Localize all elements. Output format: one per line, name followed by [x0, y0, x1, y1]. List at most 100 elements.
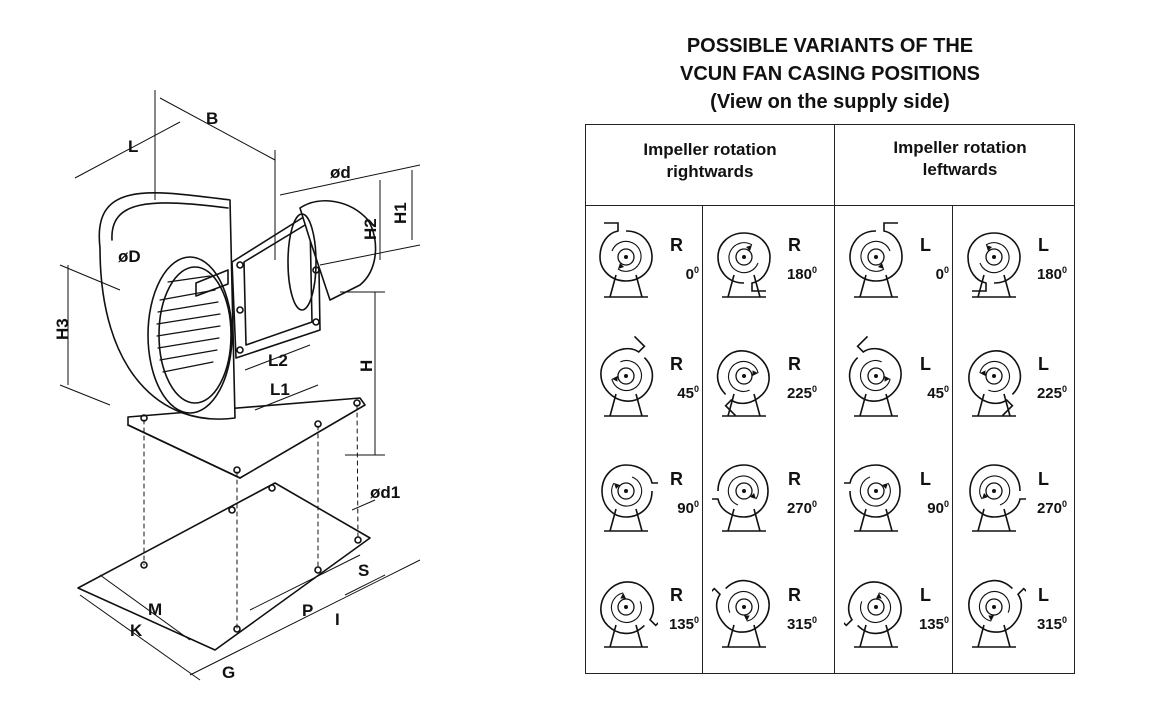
variant-cell: L 450 [836, 330, 953, 448]
fan-casing-icon [844, 581, 902, 648]
variant-angle: 3150 [786, 615, 817, 633]
fan-casing-icon [968, 579, 1026, 648]
degree-mark: 0 [811, 499, 817, 509]
variant-cell: R 1350 [586, 561, 703, 679]
variant-rotation-letter: R [788, 354, 801, 374]
fan-casing-icon [712, 579, 770, 648]
degree-mark: 0 [943, 499, 949, 509]
degree-mark: 0 [1061, 384, 1067, 394]
variant-rotation-letter: R [788, 585, 801, 605]
base-plate [127, 397, 366, 479]
degree-mark: 0 [693, 499, 699, 509]
variant-angle: 450 [677, 384, 699, 402]
fan-casing-icon [712, 464, 769, 532]
variant-cell: R 3150 [704, 561, 821, 679]
variant-angle: 1800 [786, 265, 817, 283]
variant-rotation-letter: L [1038, 469, 1049, 489]
variant-cell: L 900 [836, 445, 953, 563]
dim-label-H: H [357, 360, 376, 372]
table-divider-main [834, 125, 835, 673]
dim-label-d: ød [330, 163, 351, 182]
variant-cell: L 1350 [836, 561, 953, 679]
variant-angle: 900 [927, 499, 949, 517]
fan-casing-icon [849, 222, 903, 298]
dim-label-I: I [335, 610, 340, 629]
variant-rotation-letter: L [920, 585, 931, 605]
variant-angle: 1350 [918, 615, 949, 633]
variant-rotation-letter: R [788, 469, 801, 489]
table-divider-left-group [952, 205, 953, 673]
variant-rotation-letter: R [670, 469, 683, 489]
degree-mark: 0 [1061, 615, 1067, 625]
variant-cell: L 2250 [954, 330, 1071, 448]
impeller-blades [156, 275, 221, 373]
table-divider-right-group [702, 205, 703, 673]
title-line-3: (View on the supply side) [710, 91, 950, 113]
dim-label-L2: L2 [268, 351, 288, 370]
variants-title: POSSIBLE VARIANTS OF THE VCUN FAN CASING… [585, 32, 1075, 116]
fan-casing-icon [848, 336, 902, 417]
header-rotation-rightwards: Impeller rotation rightwards [643, 140, 777, 181]
degree-mark: 0 [811, 615, 817, 625]
fan-casing-icon [600, 336, 654, 417]
variant-cell: R 450 [586, 330, 703, 448]
variant-rotation-letter: L [1038, 235, 1049, 255]
fan-casing-icon [601, 464, 658, 532]
variant-rotation-letter: L [920, 354, 931, 374]
degree-mark: 0 [1061, 265, 1067, 275]
dim-label-L: L [128, 137, 138, 156]
variant-rotation-letter: L [920, 235, 931, 255]
degree-mark: 0 [943, 384, 949, 394]
variants-table: Impeller rotation rightwards Impeller ro… [585, 124, 1075, 674]
variant-angle: 450 [927, 384, 949, 402]
fan-casing-icon [717, 232, 771, 298]
variant-rotation-letter: R [670, 235, 683, 255]
table-header-divider [586, 205, 1074, 206]
variant-angle: 2700 [1036, 499, 1067, 517]
title-line-2: VCUN FAN CASING POSITIONS [679, 63, 981, 85]
dim-label-d1: ød1 [370, 483, 400, 502]
degree-mark: 0 [943, 615, 949, 625]
dim-label-H2: H2 [361, 218, 380, 240]
degree-mark: 0 [693, 265, 699, 275]
fan-casing-icon [967, 232, 1021, 298]
fan-casing-icon [600, 581, 658, 648]
variant-rotation-letter: L [920, 469, 931, 489]
variant-angle: 2250 [1036, 384, 1067, 402]
variant-rotation-letter: R [670, 585, 683, 605]
variant-rotation-letter: L [1038, 354, 1049, 374]
degree-mark: 0 [811, 384, 817, 394]
variant-angle: 1800 [1036, 265, 1067, 283]
title-line-1: POSSIBLE VARIANTS OF THE [686, 35, 974, 57]
header-rotation-leftwards: Impeller rotation leftwards [893, 138, 1027, 179]
degree-mark: 0 [943, 265, 949, 275]
fan-casing-icon [968, 350, 1022, 417]
variant-angle: 00 [685, 265, 699, 283]
degree-mark: 0 [693, 384, 699, 394]
foundation-plane [77, 482, 371, 651]
variant-rotation-letter: R [670, 354, 683, 374]
fan-casing-icon [716, 350, 770, 417]
motor [299, 200, 377, 301]
fan-dimension-drawing: L B ød H1 H2 øD H3 H L2 L1 ød1 M K P I S… [53, 90, 421, 682]
fan-casing-icon [969, 464, 1026, 532]
degree-mark: 0 [693, 615, 699, 625]
fan-casing-icon [844, 464, 901, 532]
variant-angle: 00 [935, 265, 949, 283]
variant-cell: L 1800 [954, 211, 1071, 329]
variant-angle: 3150 [1036, 615, 1067, 633]
variant-angle: 1350 [668, 615, 699, 633]
variant-angle: 2250 [786, 384, 817, 402]
fan-casing-icon [599, 222, 653, 298]
degree-mark: 0 [811, 265, 817, 275]
degree-mark: 0 [1061, 499, 1067, 509]
dim-label-K: K [130, 621, 143, 640]
dim-label-L1: L1 [270, 380, 290, 399]
dim-label-H1: H1 [391, 202, 410, 224]
dim-label-S: S [358, 561, 369, 580]
